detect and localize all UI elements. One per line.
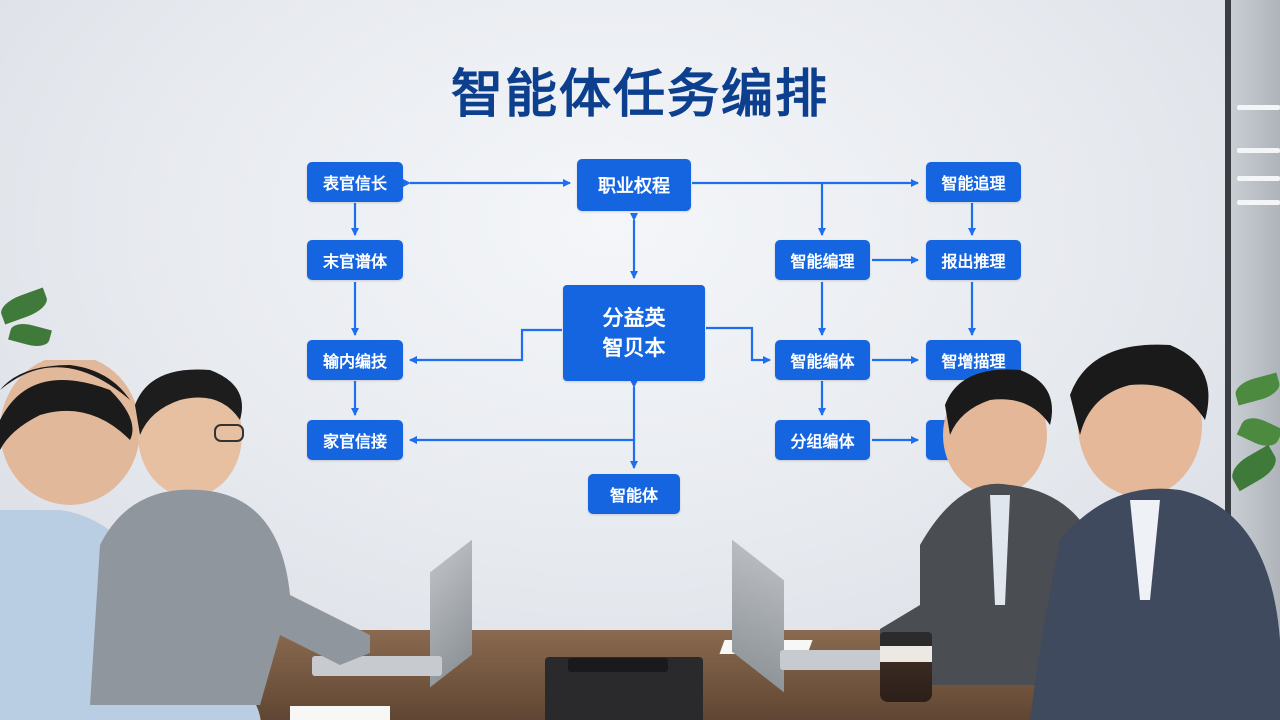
node-far-2: 报出推理 [926,240,1021,280]
node-left-2: 末官谱体 [307,240,403,280]
node-right-2: 智能编体 [775,340,870,380]
node-center-line2: 智贝本 [602,336,666,360]
node-bottom-center: 智能体 [588,474,680,514]
notebook [290,706,390,720]
node-left-3: 输内编技 [307,340,403,380]
node-right-1: 智能编理 [775,240,870,280]
node-center-line1: 分益英 [602,306,666,330]
node-left-4: 家官信接 [307,420,403,460]
laptop-right-base [780,650,890,670]
node-right-3: 分组编体 [775,420,870,460]
node-center: 分益英 智贝本 [563,285,705,381]
phone [568,658,668,672]
node-left-1: 表官信长 [307,162,403,202]
person-right-front [1030,344,1280,720]
coffee-cup [880,632,932,702]
node-far-1: 智能追理 [926,162,1021,202]
node-far-3: 智增描理 [926,340,1021,380]
node-top-center: 职业权程 [577,159,691,211]
board-title: 智能体任务编排 [450,65,829,125]
person-left-back [90,369,370,705]
